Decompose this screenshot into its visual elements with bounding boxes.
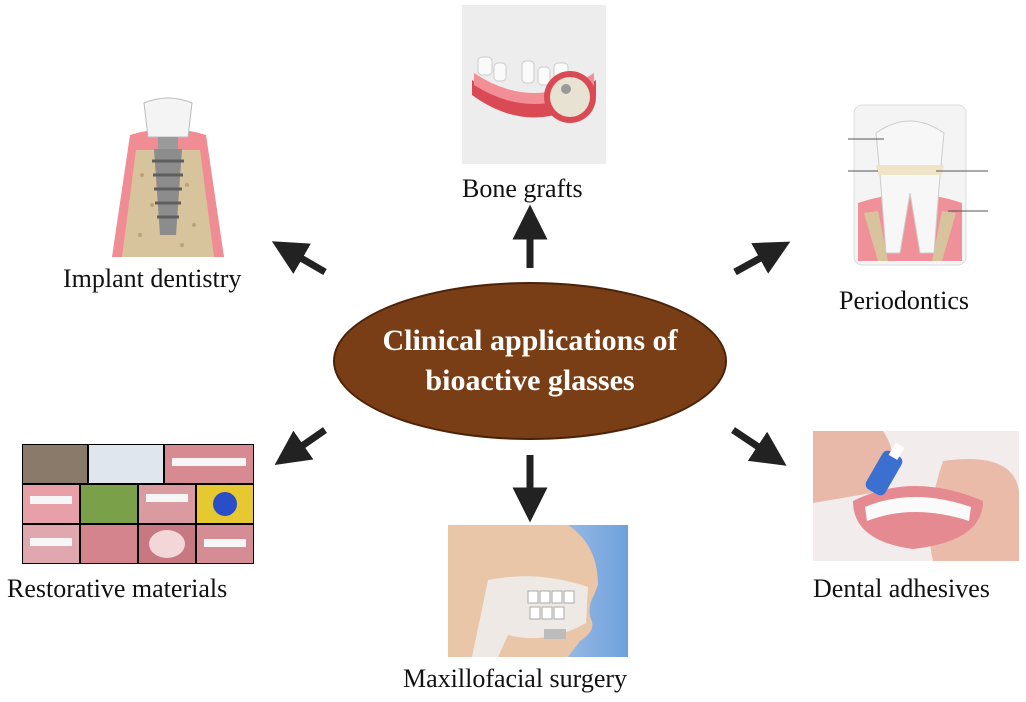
periodontics-label: Periodontics [839,286,969,315]
dental-implant-illustration [112,97,224,257]
dental-adhesives-label: Dental adhesives [813,574,990,603]
bone-grafts-label: Bone grafts [462,174,583,203]
bone-graft-jaw-illustration [462,5,606,164]
denture-photo-grid [22,444,254,564]
implant-dentistry-label: Implant dentistry [63,264,242,293]
jaw-surgery-illustration [448,525,628,657]
arrow-to-dental-adhesives [731,427,787,466]
restorative-materials-label: Restorative materials [7,574,228,603]
central-topic-line1: Clinical applications of [382,324,678,357]
arrow-to-restorative-materials [274,427,327,465]
arrow-to-periodontics [733,241,791,276]
denture-adhesive-photo [813,431,1019,561]
tooth-cross-section-illustration [848,104,988,266]
maxillofacial-surgery-label: Maxillofacial surgery [403,664,628,693]
central-topic-line2: bioactive glasses [425,364,635,397]
central-topic-ellipse: Clinical applications of bioactive glass… [333,282,727,440]
arrow-to-implant-dentistry [271,241,327,276]
